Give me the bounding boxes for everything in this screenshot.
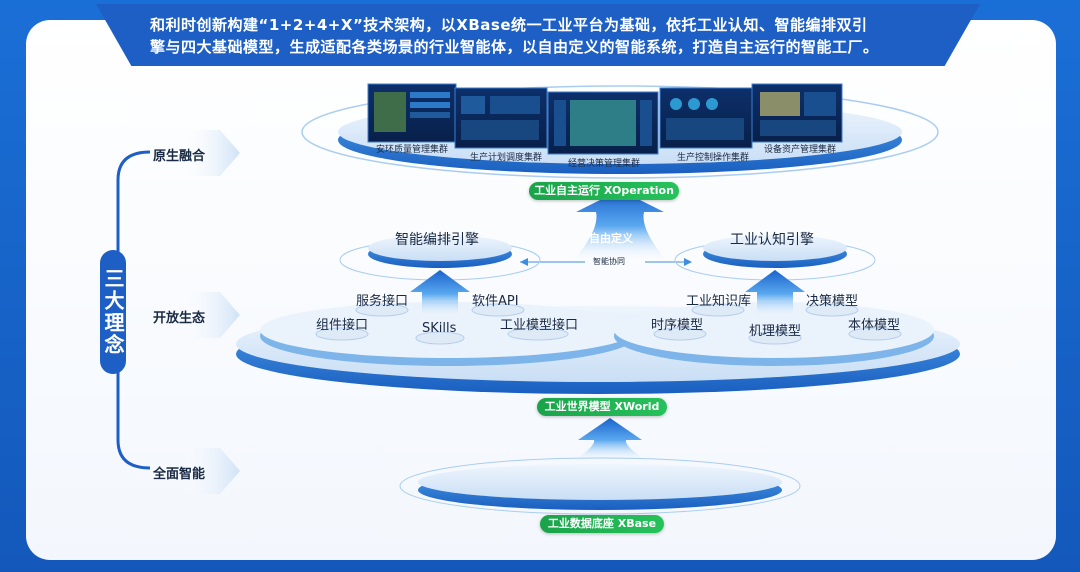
left-item-component: 组件接口	[316, 318, 369, 333]
lower-arrow-up	[572, 418, 648, 462]
right-arrow-up	[745, 270, 805, 318]
header-text: 和利时创新构建“1+2+4+X”技术架构，以XBase统一工业平台为基础，依托工…	[150, 14, 950, 58]
concept-title: 三大理念	[100, 250, 126, 374]
right-item-mechanism: 机理模型	[749, 324, 802, 339]
screens-group	[367, 83, 843, 155]
concept-item-2: 开放生态	[153, 311, 206, 326]
screen-label-3: 经营决策管理集群	[568, 159, 641, 169]
engine-right-label: 工业认知引擎	[730, 232, 814, 248]
left-arrow-up	[410, 270, 470, 318]
concept-item-1: 原生融合	[153, 149, 206, 164]
header-line-1: 和利时创新构建“1+2+4+X”技术架构，以XBase统一工业平台为基础，依托工…	[150, 16, 868, 34]
chevron-arrow-1	[180, 130, 240, 176]
chevron-arrow-3	[180, 448, 240, 494]
left-item-service: 服务接口	[356, 294, 409, 309]
middle-left-disc	[260, 302, 636, 358]
right-item-timeseries: 时序模型	[651, 318, 704, 333]
collab-label: 智能协同	[593, 257, 625, 266]
left-item-skills: SKills	[422, 321, 457, 336]
middle-right-disc	[614, 302, 934, 358]
screen-label-2: 生产计划调度集群	[470, 153, 543, 163]
chevron-arrow-2	[180, 292, 240, 338]
bottom-disc	[418, 464, 782, 500]
xoperation-pill: 工业自主运行 XOperation	[529, 182, 679, 200]
top-disc-outer-ring	[301, 85, 939, 179]
collab-arrow-left-icon	[520, 258, 528, 266]
header-banner	[96, 4, 980, 66]
screen-label-1: 安环质量管理集群	[376, 145, 449, 155]
right-item-ontology: 本体模型	[848, 318, 901, 333]
engine-right-disc	[703, 235, 847, 261]
concept-item-3: 全面智能	[153, 467, 206, 482]
xbase-pill: 工业数据底座 XBase	[540, 515, 664, 533]
right-item-knowledge: 工业知识库	[686, 294, 752, 309]
header-line-2: 擎与四大基础模型，生成适配各类场景的行业智能体，以自由定义的智能系统，打造自主运…	[150, 38, 879, 56]
xworld-pill: 工业世界模型 XWorld	[537, 398, 667, 416]
left-item-software-api: 软件API	[472, 294, 519, 309]
free-define-label: 自由定义	[589, 232, 633, 245]
right-item-decision: 决策模型	[806, 294, 859, 309]
center-arrow-up-top	[572, 190, 668, 262]
collab-arrow-right-icon	[684, 258, 692, 266]
engine-left-label: 智能编排引擎	[395, 232, 479, 248]
engine-left-disc	[368, 235, 512, 261]
screen-label-5: 设备资产管理集群	[764, 145, 837, 155]
bottom-disc-ring	[399, 457, 801, 515]
screen-label-4: 生产控制操作集群	[677, 153, 750, 163]
right-pucks	[653, 303, 902, 345]
left-pucks	[315, 303, 569, 345]
left-item-model-interface: 工业模型接口	[500, 318, 579, 333]
